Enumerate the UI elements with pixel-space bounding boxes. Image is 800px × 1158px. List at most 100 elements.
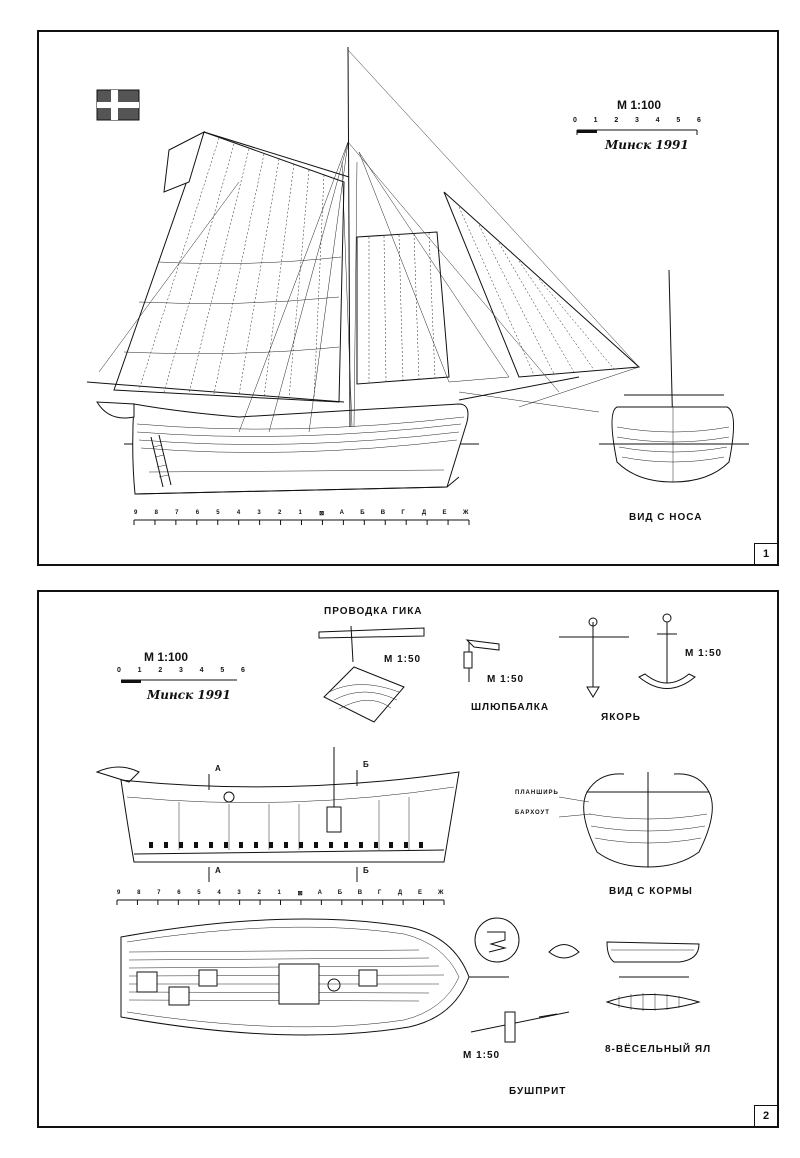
tick-label: ⊠ <box>319 511 325 517</box>
boom-lead-title: ПРОВОДКА ГИКА <box>324 606 423 617</box>
tick-label: 5 <box>197 890 201 896</box>
tick-label: 3 <box>179 667 183 674</box>
tick-label: Е <box>442 510 447 516</box>
pennant <box>163 131 205 193</box>
tick-label: 9 <box>117 890 121 896</box>
hull-side-profile <box>96 401 469 495</box>
tick-label: 1 <box>277 890 281 896</box>
page-number: 1 <box>754 543 777 564</box>
mainsail <box>86 131 350 403</box>
scale-bar-2 <box>121 679 237 683</box>
tick-label: Е <box>417 890 422 896</box>
flag-icon <box>96 89 140 121</box>
tick-label: Г <box>377 890 382 896</box>
section-mark-b-top: Б <box>363 760 370 769</box>
tick-label: 6 <box>697 117 701 124</box>
tick-label: 4 <box>217 890 221 896</box>
boom-lead-scale: М 1:50 <box>384 654 422 665</box>
tick-label: 6 <box>241 667 245 674</box>
gunwale-label: ПЛАНШИРЬ <box>515 790 559 796</box>
tick-label: 3 <box>635 117 639 124</box>
page-number: 2 <box>754 1105 777 1126</box>
anchor-scale: М 1:50 <box>685 648 723 659</box>
tick-label: 4 <box>655 117 660 124</box>
tick-label: Б <box>337 890 342 896</box>
wale-label: БАРХОУТ <box>515 810 550 816</box>
davit-drawing <box>463 639 500 682</box>
boom-lead-drawing <box>318 625 425 723</box>
deck-beams <box>149 842 423 848</box>
tick-label: А <box>339 510 344 516</box>
tick-label: Д <box>421 510 427 516</box>
tick-label: 7 <box>175 510 179 516</box>
davit-scale: М 1:50 <box>487 674 525 685</box>
sheet1-drawing <box>86 46 749 525</box>
tick-label: Г <box>401 510 405 516</box>
tick-label: Ж <box>463 510 469 516</box>
tick-label: 2 <box>277 510 282 516</box>
stern-view-drawing <box>558 772 713 868</box>
section-mark-a-top: А <box>215 764 222 773</box>
tick-label: 6 <box>177 890 181 896</box>
tick-label: 4 <box>236 510 241 516</box>
stern-view-label: ВИД С КОРМЫ <box>609 886 693 897</box>
bowsprit-line <box>458 376 580 401</box>
anchor-side-drawing <box>638 613 696 689</box>
signature: Минск 1991 <box>605 138 689 152</box>
scale-bar-1 <box>576 129 698 135</box>
station-ruler-1 <box>133 519 470 525</box>
rigging <box>98 49 640 433</box>
scale-title: М 1:100 <box>617 98 662 112</box>
small-boat-drawing <box>548 944 580 959</box>
tick-label: 8 <box>154 510 158 516</box>
anchor-label: ЯКОРЬ <box>601 712 641 723</box>
tick-label: 0 <box>117 667 121 674</box>
tick-label: 1 <box>593 117 598 124</box>
station-ruler-labels: 9 8 7 6 5 4 3 2 1 ⊠ А Б В Г Д Е Ж <box>134 510 469 520</box>
tick-label: 5 <box>220 667 225 674</box>
anchor-front-drawing <box>559 617 629 698</box>
station-ruler-2 <box>116 899 445 905</box>
section-mark-b-bottom: Б <box>363 866 370 875</box>
tick-label: 1 <box>137 667 142 674</box>
tick-label: 2 <box>158 667 163 674</box>
tick-label: 7 <box>157 890 161 896</box>
section-mark-a-bottom: А <box>215 866 222 875</box>
tick-label: 8 <box>137 890 141 896</box>
longitudinal-section <box>95 747 460 882</box>
tick-label: 2 <box>614 117 619 124</box>
tick-label: Д <box>397 890 403 896</box>
tick-label: В <box>357 890 363 896</box>
topsail <box>356 231 450 385</box>
deck-plan-drawing <box>120 918 509 1036</box>
bowsprit-label: БУШПРИТ <box>509 1086 567 1097</box>
bowsprit-scale: М 1:50 <box>463 1050 501 1061</box>
yawl-drawing <box>605 941 701 1011</box>
tick-label: 2 <box>257 890 261 896</box>
drawing-sheet-1: М 1:100 0 1 2 3 4 5 6 Минск 1991 9 8 7 6 5 4 3 2 1 ⊠ А Б В… <box>37 30 779 566</box>
tick-label: 0 <box>573 117 577 124</box>
front-view-drawing <box>599 269 749 483</box>
tick-label: А <box>317 890 322 896</box>
yawl-label: 8-ВЁСЕЛЬНЫЙ ЯЛ <box>605 1044 712 1055</box>
davit-label: ШЛЮПБАЛКА <box>471 702 550 713</box>
jib <box>443 191 641 378</box>
sheet2-drawing <box>95 613 713 1043</box>
tick-label: ⊠ <box>297 891 303 897</box>
scale-title: М 1:100 <box>144 650 189 664</box>
drawing-sheet-2: ПРОВОДКА ГИКА М 1:50 М 1:50 ШЛЮПБАЛКА ЯК… <box>37 590 779 1128</box>
scale-ticks: 0 1 2 3 4 5 6 <box>117 667 247 679</box>
tick-label: В <box>380 510 386 516</box>
bowsprit-drawing <box>470 917 570 1043</box>
tick-label: 1 <box>298 510 302 516</box>
tick-label: 5 <box>216 510 220 516</box>
tick-label: 3 <box>257 510 261 516</box>
signature: Минск 1991 <box>147 688 231 702</box>
tick-label: 4 <box>199 667 204 674</box>
tick-label: Б <box>360 510 365 516</box>
tick-label: 6 <box>195 510 200 516</box>
tick-label: Ж <box>438 890 444 896</box>
tick-label: 9 <box>134 510 138 516</box>
